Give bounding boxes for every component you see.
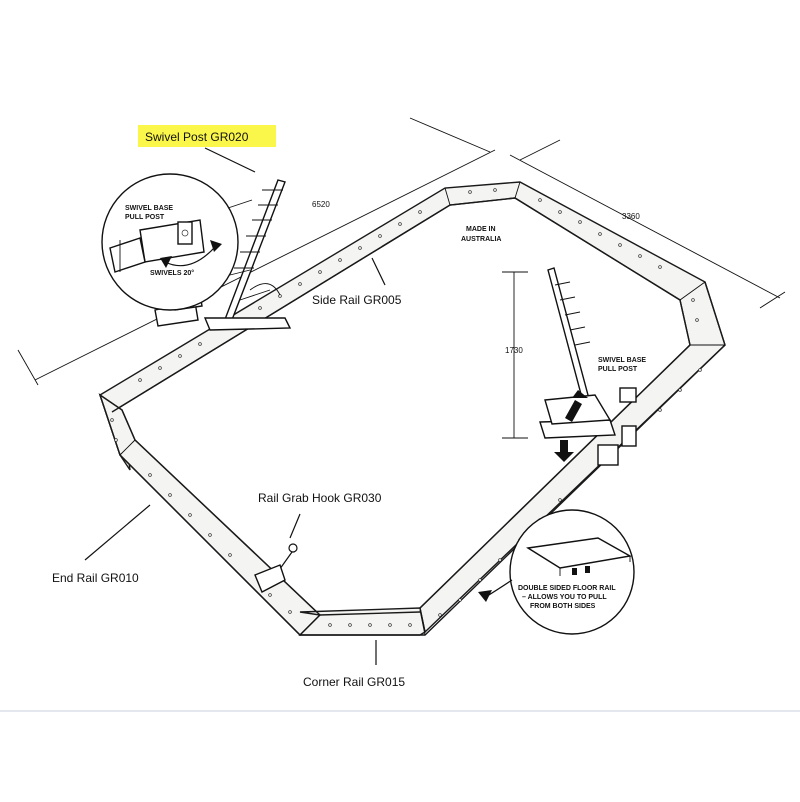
swivel-base-a-line2: PULL POST (125, 214, 165, 221)
swivels-note: SWIVELS 20° (150, 269, 194, 277)
swivel-base-b-line2: PULL POST (598, 366, 638, 373)
made-in-line1: MADE IN (466, 226, 496, 233)
swivel-post-right: SWIVEL BASE PULL POST (539, 267, 646, 466)
rail-grab-hook (254, 543, 298, 593)
bottom-band (0, 710, 800, 802)
end-rail-body (98, 393, 322, 636)
swivel-post-highlight (138, 125, 276, 147)
swivel-base-a-line1: SWIVEL BASE (125, 205, 173, 212)
dimension-height-text: 1730 (505, 346, 523, 355)
dimension-width: 3360 (509, 139, 786, 309)
label-end-rail: End Rail GR010 (52, 571, 139, 585)
floor-rail-inset: DOUBLE SIDED FLOOR RAIL – ALLOWS YOU TO … (478, 509, 635, 635)
floor-rail-line3: FROM BOTH SIDES (530, 603, 596, 610)
label-rail-grab-hook: Rail Grab Hook GR030 (258, 491, 382, 505)
dimension-width-text: 3360 (622, 212, 640, 221)
swivel-base-b-line1: SWIVEL BASE (598, 357, 646, 364)
dimension-length-text: 6520 (312, 200, 330, 209)
floor-rail-line1: DOUBLE SIDED FLOOR RAIL (518, 585, 616, 592)
label-swivel-post: Swivel Post GR020 (145, 130, 249, 144)
label-side-rail: Side Rail GR005 (312, 293, 402, 307)
floor-rail-line2: – ALLOWS YOU TO PULL (522, 594, 607, 601)
made-in-line2: AUSTRALIA (461, 236, 501, 243)
swivel-base-inset-left: SWIVEL BASE PULL POST SWIVELS 20° (101, 173, 253, 311)
leader-rail-grab-hook (289, 513, 301, 539)
dimension-length: 6520 (17, 117, 496, 386)
label-corner-rail: Corner Rail GR015 (303, 675, 405, 689)
dimension-height: 1730 (502, 271, 528, 439)
leader-swivel-post (204, 147, 256, 173)
leader-end-rail (84, 504, 151, 561)
leader-side-rail (371, 257, 386, 286)
